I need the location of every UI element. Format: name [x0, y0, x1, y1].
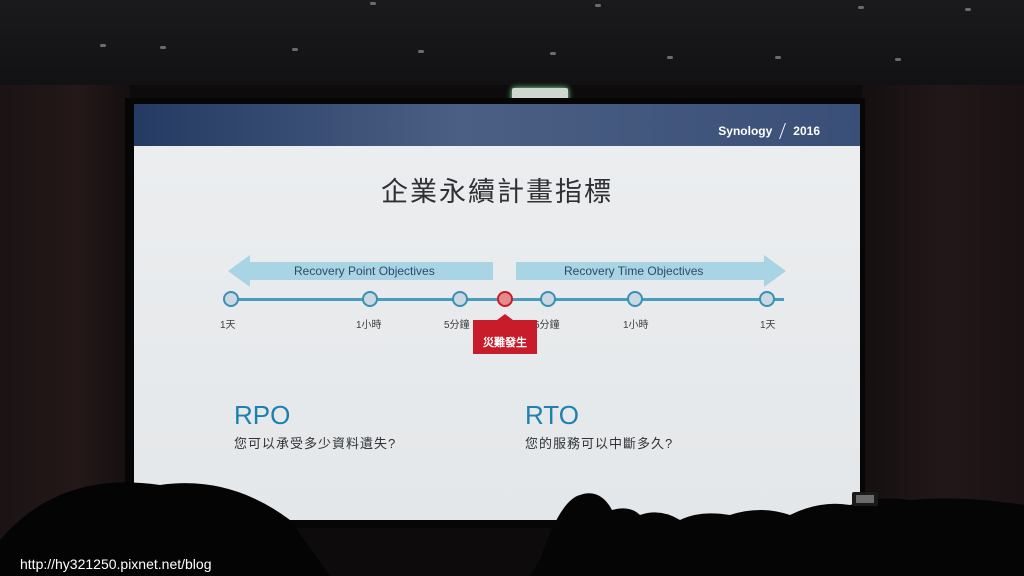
timeline-node — [452, 291, 468, 307]
timeline-node — [759, 291, 775, 307]
disaster-badge — [473, 314, 537, 354]
slide-title: 企業永續計畫指標 — [381, 177, 613, 207]
brand-year: 2016 — [793, 124, 820, 138]
ceiling-light — [370, 2, 376, 5]
brand-name: Synology — [718, 124, 773, 138]
tick-label: 1小時 — [623, 320, 649, 331]
ceiling — [0, 0, 1024, 85]
rpo-arrow-shape — [228, 255, 493, 287]
rto-arrow-label: Recovery Time Objectives — [564, 264, 704, 278]
ceiling-light — [292, 48, 298, 51]
disaster-label: 災難發生 — [483, 337, 527, 349]
tick-label: 5分鐘 — [534, 320, 560, 331]
timeline-node — [627, 291, 643, 307]
timeline-node — [540, 291, 556, 307]
timeline-node — [362, 291, 378, 307]
rto-question: 您的服務可以中斷多久? — [525, 436, 674, 451]
disaster-node — [497, 291, 513, 307]
ceiling-light — [160, 46, 166, 49]
watermark-url: http://hy321250.pixnet.net/blog — [20, 556, 212, 572]
rto-title: RTO — [525, 400, 579, 430]
rpo-question: 您可以承受多少資料遺失? — [234, 436, 397, 451]
ceiling-light — [775, 56, 781, 59]
rto-arrow-shape — [516, 255, 786, 287]
rpo-title: RPO — [234, 400, 291, 430]
brand-lockup: Synology 2016 — [718, 123, 820, 139]
ceiling-light — [550, 52, 556, 55]
tick-label: 1天 — [760, 320, 776, 331]
tick-label: 1小時 — [356, 320, 382, 331]
slide-header-bar: Synology 2016 — [134, 104, 860, 146]
ceiling-light — [100, 44, 106, 47]
projection-screen: Synology 2016 企業永續計畫指標 Recovery Point Ob… — [134, 104, 860, 520]
ceiling-light — [595, 4, 601, 7]
tick-label: 1天 — [220, 320, 236, 331]
rpo-arrow-label: Recovery Point Objectives — [294, 264, 435, 278]
ceiling-light — [965, 8, 971, 11]
ceiling-light — [895, 58, 901, 61]
tick-label: 5分鐘 — [444, 320, 470, 331]
wall-right — [862, 85, 1024, 576]
timeline-node — [223, 291, 239, 307]
ceiling-light — [418, 50, 424, 53]
ceiling-light — [858, 6, 864, 9]
ceiling-light — [667, 56, 673, 59]
